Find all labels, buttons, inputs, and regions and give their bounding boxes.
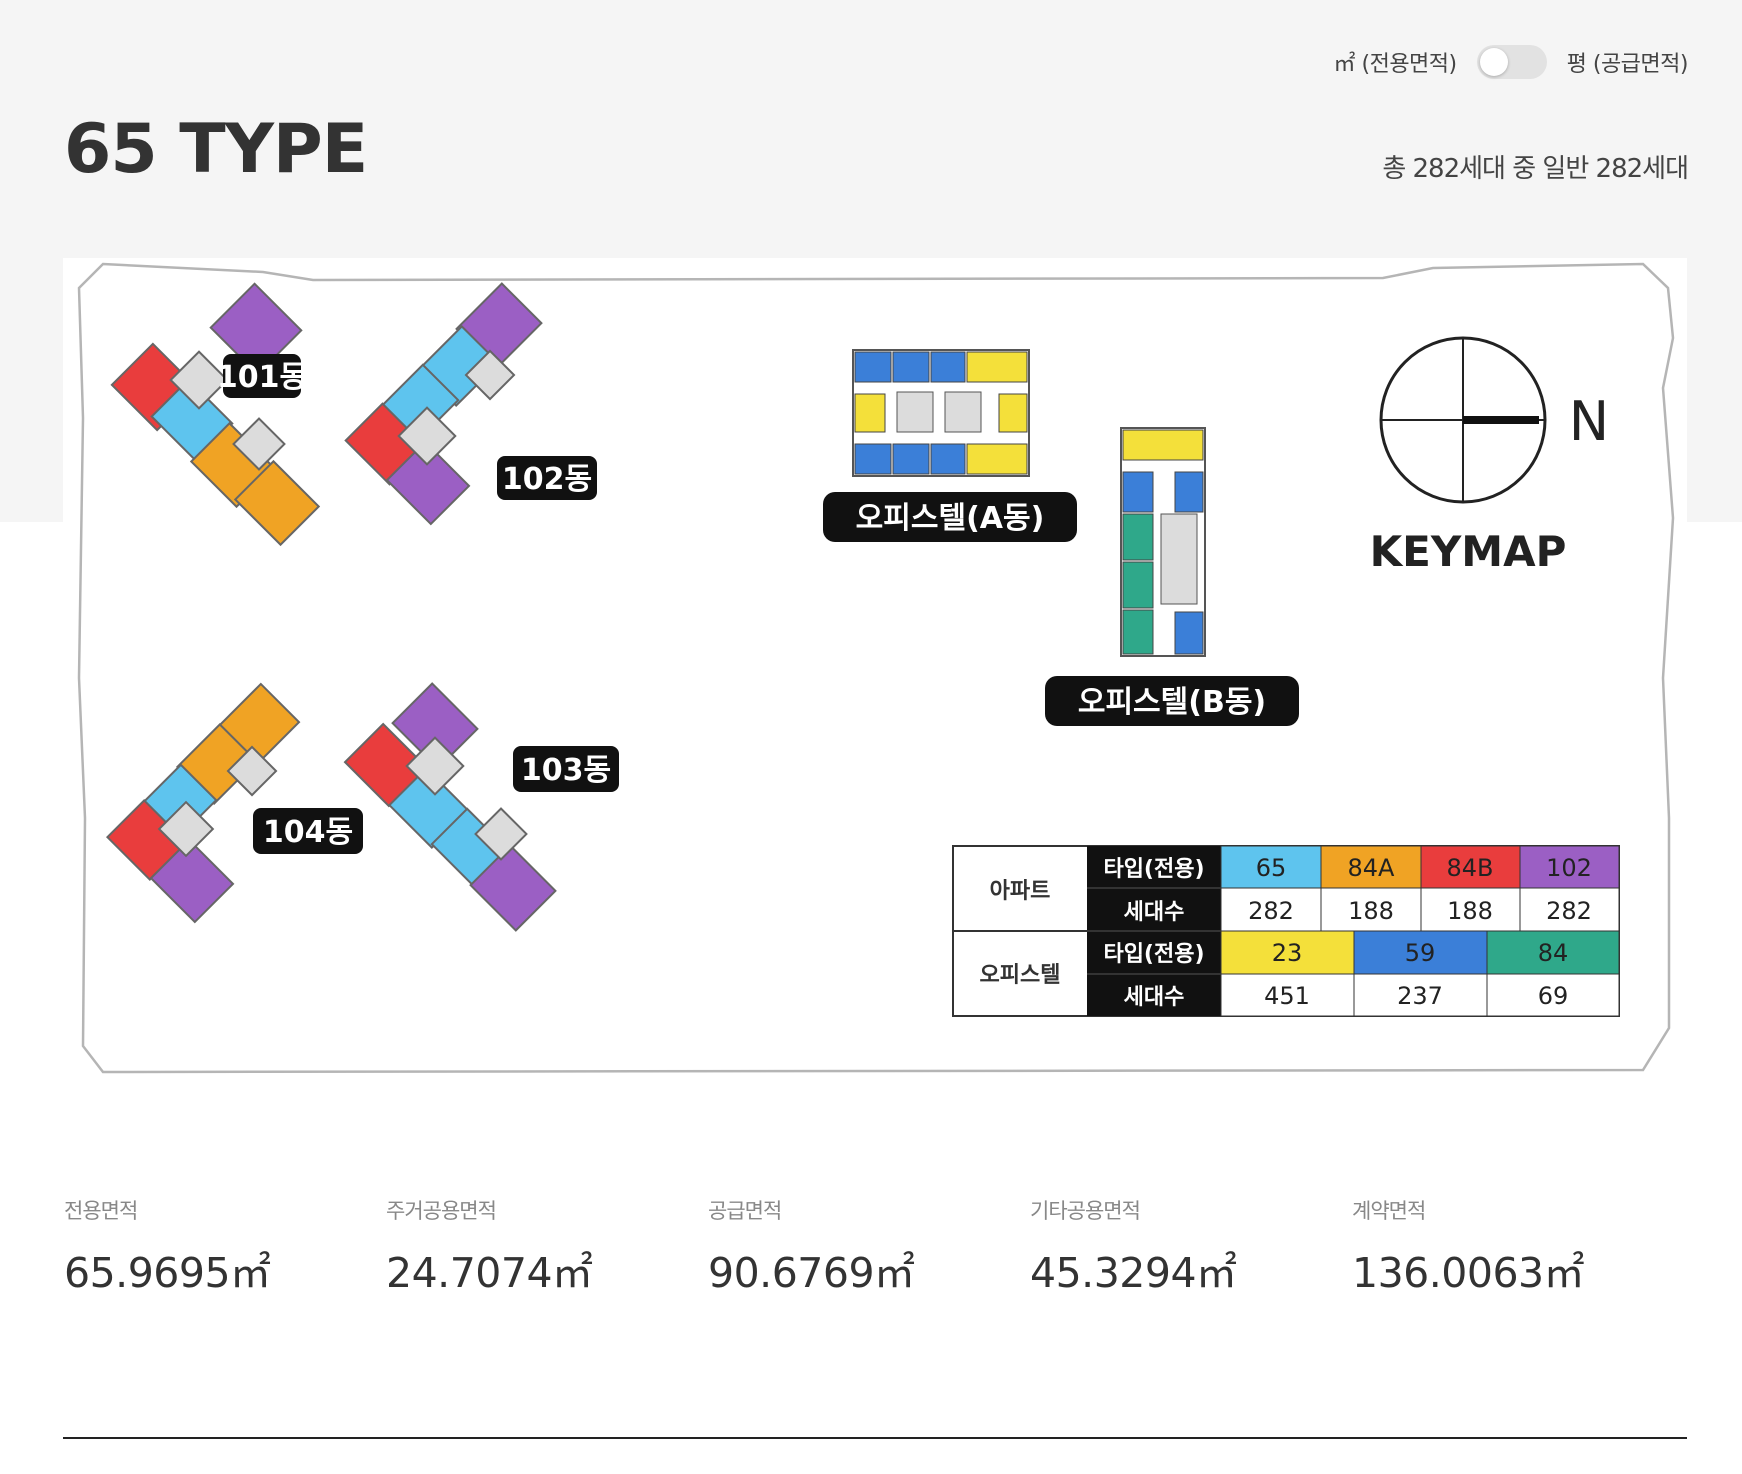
area-label: 전용면적 xyxy=(64,1199,138,1223)
officetel-a-label: 오피스텔(A동) xyxy=(856,501,1045,536)
building-104: 104동 xyxy=(105,682,363,924)
legend-off-count-23: 451 xyxy=(1264,982,1310,1010)
legend-apt-count-84a: 188 xyxy=(1348,897,1394,925)
keymap-panel: 101동 102동 104동 xyxy=(63,258,1687,1078)
officetel-b-label: 오피스텔(B동) xyxy=(1078,685,1266,720)
building-103-label: 103동 xyxy=(521,753,611,788)
area-label: 계약면적 xyxy=(1352,1199,1426,1223)
toggle-knob xyxy=(1479,48,1508,76)
legend-count-label: 세대수 xyxy=(1124,985,1185,1010)
legend-apt-count-84b: 188 xyxy=(1447,897,1493,925)
legend-off-count-84: 69 xyxy=(1538,982,1569,1010)
legend-apt-type-84b: 84B xyxy=(1446,854,1493,882)
area-label: 공급면적 xyxy=(708,1199,782,1223)
north-indicator: N xyxy=(1569,390,1609,453)
building-officetel-b: 오피스텔(B동) xyxy=(1045,427,1299,726)
building-101-label: 101동 xyxy=(217,360,307,395)
sqm-unit-label[interactable]: ㎡ (전용면적) xyxy=(1333,52,1458,77)
compass-icon xyxy=(1379,336,1547,504)
household-summary: 총 282세대 중 일반 282세대 xyxy=(1382,154,1689,184)
legend-table: 아파트 오피스텔 타입(전용) 세대수 타입(전용) 세대수 65 84A 84… xyxy=(952,845,1620,1017)
unit-toggle-switch[interactable] xyxy=(1476,45,1547,79)
legend-apt-count-102: 282 xyxy=(1546,897,1592,925)
legend-apartment-label: 아파트 xyxy=(990,879,1051,904)
legend-type-label: 타입(전용) xyxy=(1103,857,1204,882)
divider xyxy=(63,1437,1687,1439)
legend-apt-type-102: 102 xyxy=(1546,854,1592,882)
legend-off-type-59: 59 xyxy=(1405,939,1436,967)
area-item-supply: 공급면적 90.6769㎡ xyxy=(708,1195,1030,1299)
legend-apt-count-65: 282 xyxy=(1248,897,1294,925)
legend-officetel-label: 오피스텔 xyxy=(980,963,1061,988)
area-item-other-common: 기타공용면적 45.3294㎡ xyxy=(1030,1195,1352,1299)
legend-off-type-23: 23 xyxy=(1272,939,1303,967)
area-info-list: 전용면적 65.9695㎡ 주거공용면적 24.7074㎡ 공급면적 90.67… xyxy=(64,1195,1688,1299)
keymap-title: KEYMAP xyxy=(1370,527,1567,576)
area-value: 65.9695㎡ xyxy=(64,1249,271,1297)
area-value: 24.7074㎡ xyxy=(386,1249,593,1297)
type-title: 65 TYPE xyxy=(64,110,368,189)
building-101: 101동 xyxy=(110,282,321,547)
building-102-label: 102동 xyxy=(502,462,592,497)
pyeong-unit-label[interactable]: 평 (공급면적) xyxy=(1566,52,1689,77)
building-102: 102동 xyxy=(344,282,597,526)
area-value: 136.0063㎡ xyxy=(1352,1249,1585,1297)
legend-apt-type-84a: 84A xyxy=(1348,854,1396,882)
legend-count-label: 세대수 xyxy=(1124,900,1185,925)
building-104-label: 104동 xyxy=(263,815,353,850)
area-value: 45.3294㎡ xyxy=(1030,1249,1237,1297)
legend-apt-type-65: 65 xyxy=(1256,854,1287,882)
area-label: 주거공용면적 xyxy=(386,1199,497,1223)
building-officetel-a: 오피스텔(A동) xyxy=(823,349,1077,542)
building-103: 103동 xyxy=(343,682,619,932)
legend-type-label: 타입(전용) xyxy=(1103,942,1204,967)
legend-off-count-59: 237 xyxy=(1397,982,1443,1010)
area-item-exclusive: 전용면적 65.9695㎡ xyxy=(64,1195,386,1299)
legend-off-type-84: 84 xyxy=(1538,939,1569,967)
area-value: 90.6769㎡ xyxy=(708,1249,915,1297)
area-item-contract: 계약면적 136.0063㎡ xyxy=(1352,1195,1674,1299)
unit-toggle-bar: ㎡ (전용면적) 평 (공급면적) xyxy=(1334,44,1689,80)
area-label: 기타공용면적 xyxy=(1030,1199,1141,1223)
keymap-image: 101동 102동 104동 xyxy=(77,262,1675,1074)
area-item-residential-common: 주거공용면적 24.7074㎡ xyxy=(386,1195,708,1299)
